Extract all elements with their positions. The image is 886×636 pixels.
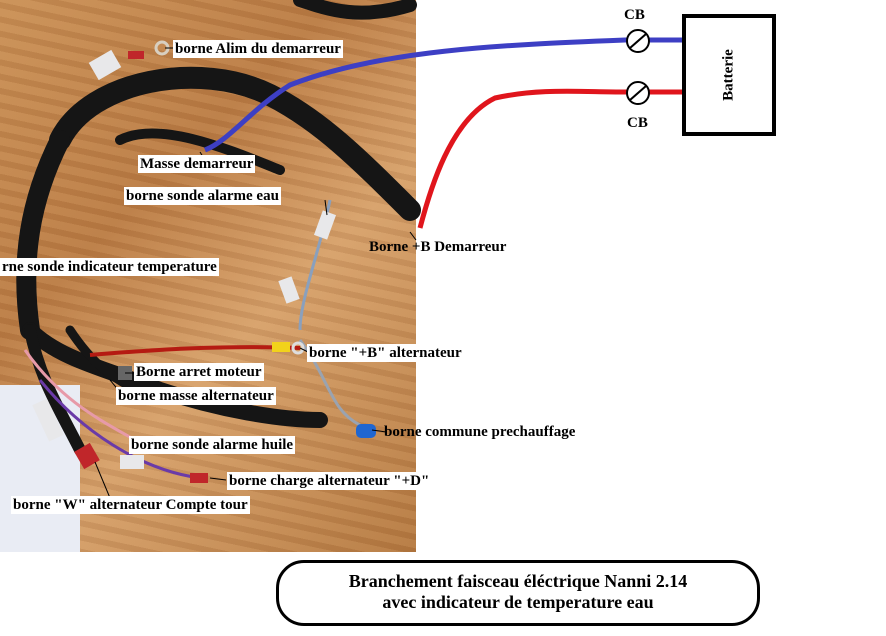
label-sonde-alarme-eau: borne sonde alarme eau bbox=[124, 187, 281, 205]
terminal-sonde-eau-icon bbox=[313, 210, 337, 240]
caption-line-1: Branchement faisceau éléctrique Nanni 2.… bbox=[348, 571, 688, 591]
terminal-b-alt-ring-icon bbox=[291, 341, 305, 355]
caption-line-2: avec indicateur de temperature eau bbox=[382, 592, 654, 612]
pink-wire-huile bbox=[23, 349, 136, 442]
breaker-bottom-icon bbox=[626, 81, 650, 105]
sleeve-2-icon bbox=[120, 455, 144, 469]
negative-wire bbox=[203, 37, 686, 153]
label-charge-alternateur: borne charge alternateur "+D" bbox=[227, 472, 432, 490]
purple-wire-charge bbox=[38, 379, 201, 480]
red-wire-b-alternateur bbox=[89, 345, 301, 357]
battery-label: Batterie bbox=[720, 49, 737, 101]
sleeve-1-icon bbox=[32, 398, 64, 442]
label-w-alternateur: borne "W" alternateur Compte tour bbox=[11, 496, 250, 514]
label-sonde-indicateur-temp: rne sonde indicateur temperature bbox=[0, 258, 219, 276]
label-commune-prechauffage: borne commune prechauffage bbox=[384, 424, 576, 440]
label-b-alternateur: borne "+B" alternateur bbox=[307, 344, 464, 362]
terminal-indicateur-icon bbox=[278, 276, 300, 304]
terminal-prechauffage-icon bbox=[356, 424, 376, 438]
label-alim-demarreur: borne Alim du demarreur bbox=[173, 40, 343, 58]
label-breaker-bottom: CB bbox=[627, 115, 648, 131]
battery-box: Batterie bbox=[682, 14, 776, 136]
positive-wire bbox=[417, 88, 686, 229]
label-masse-alternateur: borne masse alternateur bbox=[116, 387, 276, 405]
label-b-demarreur: Borne +B Demarreur bbox=[369, 239, 507, 255]
terminal-b-alt-icon bbox=[272, 342, 290, 352]
label-sonde-alarme-huile: borne sonde alarme huile bbox=[129, 436, 296, 454]
breaker-top-icon bbox=[626, 29, 650, 53]
label-arret-moteur: Borne arret moteur bbox=[134, 363, 264, 381]
caption-box: Branchement faisceau éléctrique Nanni 2.… bbox=[276, 560, 760, 626]
label-breaker-top: CB bbox=[624, 7, 645, 23]
label-masse-demarreur: Masse demarreur bbox=[138, 155, 256, 173]
terminal-charge-icon bbox=[190, 473, 208, 483]
terminal-w-icon bbox=[74, 442, 100, 470]
